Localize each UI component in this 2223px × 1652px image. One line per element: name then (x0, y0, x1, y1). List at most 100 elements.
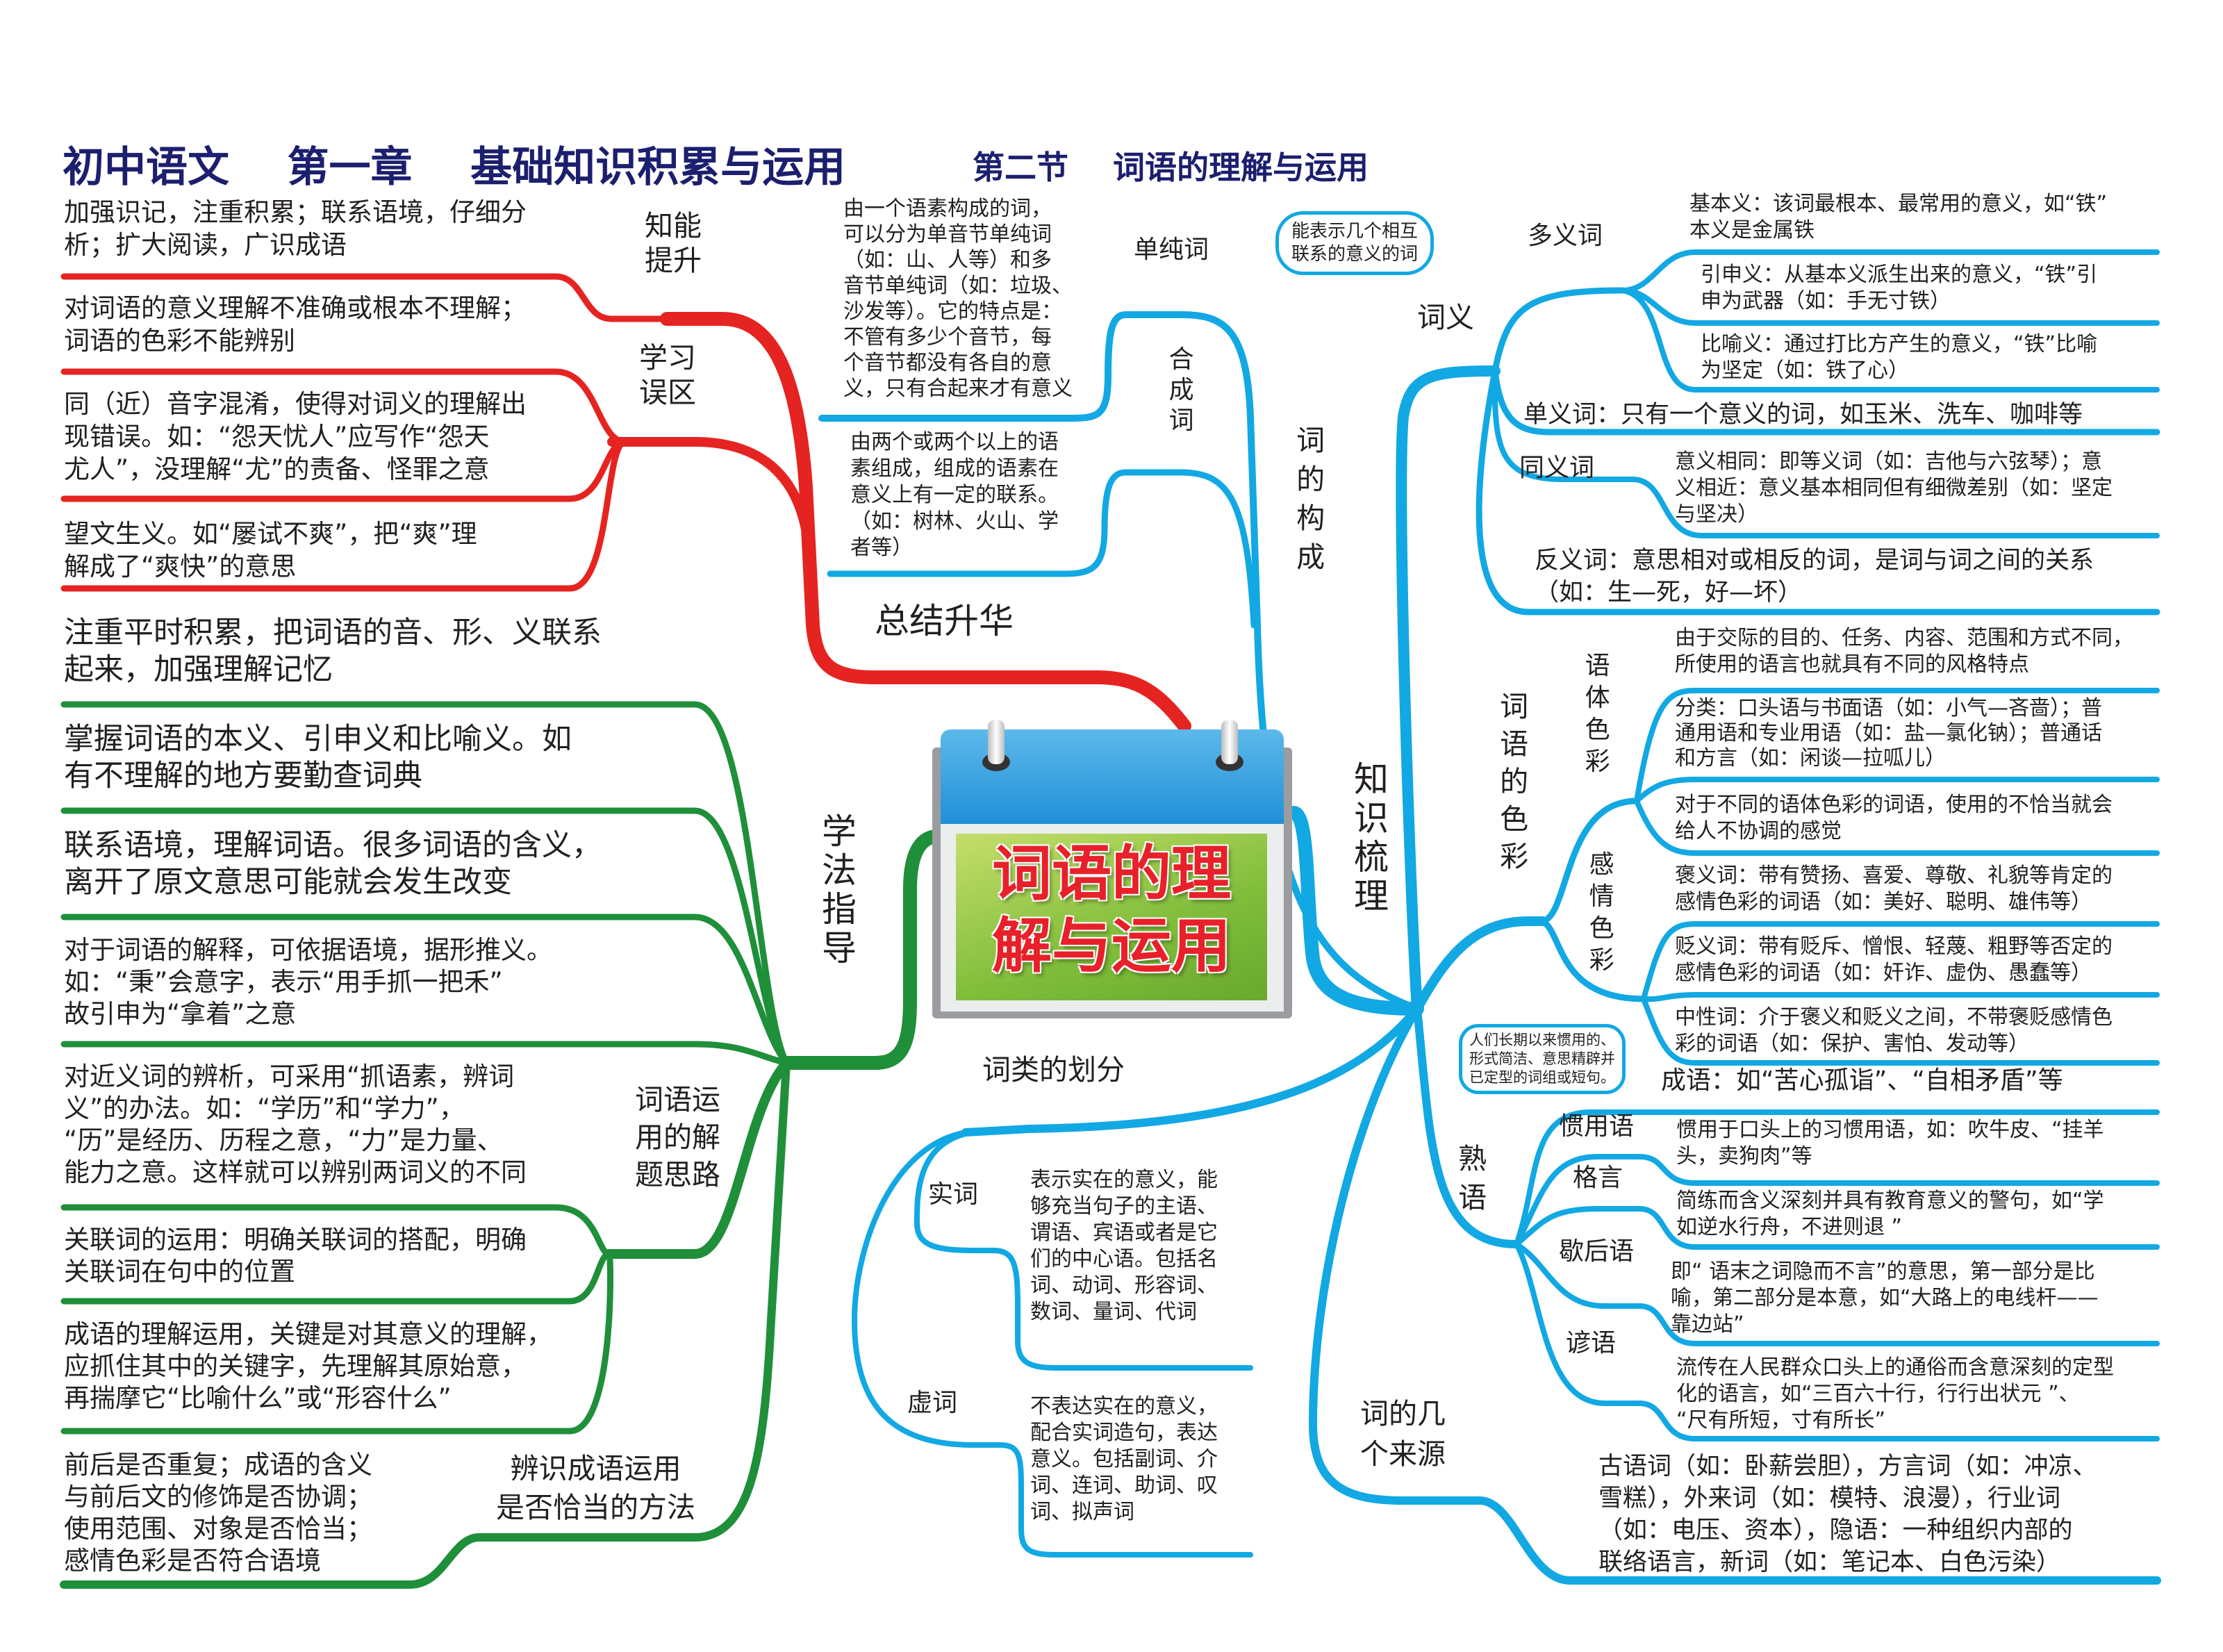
blue-leaf-line (1514, 1241, 2160, 1442)
idiom-text: 成语：如“苦心孤诣”、“自相矛盾”等 (1661, 1066, 2063, 1095)
function-word-label: 虚词 (907, 1389, 958, 1417)
green-group-label: 词语运 用的解 题思路 (635, 1083, 720, 1191)
emotion-color-branch (1539, 918, 1647, 1002)
polysemy-branch (1491, 287, 1626, 374)
polysemy-note-bubble: 能表示几个相互 联系的意义的词 (1275, 211, 1435, 275)
antonym-text: 反义词：意思相对或相反的词，是词与词之间的关系 （如：生—死，好—坏） (1535, 547, 2094, 606)
compound-word-text: 由两个或两个以上的语 素组成，组成的语素在 意义上有一定的联系。 （如：树林、火… (850, 430, 1059, 560)
set-phrase-item-text: 流传在人民群众口头上的通俗而含意深刻的定型 化的语言，如“三百六十行，行行出状元… (1676, 1355, 2114, 1432)
green-sub-branch (604, 1058, 791, 1259)
style-color-item: 分类：口头语与书面语（如：小气—吝啬）；普 通用语和专业用语（如：盐—氯化钠）；… (1675, 696, 2102, 770)
green-group-label: 辨识成语运用 是否恰当的方法 (496, 1452, 695, 1524)
blue-leaf-line (1514, 1109, 2160, 1247)
function-word-text: 不表达实在的意义， 配合实词造句，表达 意义。包括副词、介 词、连词、助词、叹 … (1030, 1394, 1218, 1524)
green-leaf-line (60, 914, 790, 1066)
blue-main-branch (1287, 806, 1424, 1016)
green-branch-lines (60, 701, 945, 1589)
word-classes-label: 词类的划分 (982, 1053, 1125, 1087)
green-leaf-text: 注重平时积累，把词语的音、形、义联系 起来，加强理解记忆 (64, 616, 602, 687)
formation-branch (818, 311, 1421, 1012)
emotion-color-item: 贬义词：带有贬斥、憎恨、轻蔑、粗野等否定的 感情色彩的词语（如：奸诈、虚伪、愚蠢… (1675, 934, 2113, 985)
red-leaf-line (60, 273, 684, 322)
green-main-branch (779, 829, 945, 1070)
green-leaf-line (60, 1041, 790, 1066)
green-leaf-text: 对近义词的辨析，可采用“抓语素，辨词 义”的办法。如：“学历”和“学力”， “历… (64, 1062, 527, 1187)
green-leaf-text: 成语的理解运用，关键是对其意义的理解， 应抓住其中的关键字，先理解其原始意， 再… (64, 1319, 552, 1413)
blue-leaf-line (1634, 798, 2160, 856)
calendar-ring-icon (988, 720, 1005, 764)
emotion-color-item: 褒义词：带有赞扬、喜爱、尊敬、礼貌等肯定的 感情色彩的词语（如：美好、聪明、雄伟… (1675, 864, 2113, 914)
word-sources-label: 词的几 个来源 (1360, 1397, 1446, 1471)
blue-leaf-line (1634, 688, 2160, 804)
word-sources-text: 古语词（如：卧薪尝胆），方言词（如：冲凉、 雪糕），外来词（如：模特、浪漫），行… (1598, 1453, 2097, 1576)
classes-leaf-line (914, 1131, 1253, 1371)
set-phrase-item-label: 格言 (1573, 1164, 1623, 1192)
section-title: 第二节 词语的理解与运用 (973, 149, 1369, 186)
blue-leaf-line (1641, 921, 2160, 1002)
green-sub-branch (60, 1059, 791, 1589)
polysemy-item: 引申义：从基本义派生出来的意义，“铁”引 申为武器（如：手无寸铁） (1701, 263, 2098, 313)
simple-word-text: 由一个语素构成的词， 可以分为单音节单纯词 （如：山、人等）和多 音节单纯词（如… (843, 197, 1073, 401)
polysemy-item: 基本义：该词最根本、最常用的意义，如“铁” 本义是金属铁 (1689, 192, 2108, 242)
green-leaf-text: 关联词的运用：明确关联词的搭配，明确 关联词在句中的位置 (64, 1225, 527, 1287)
content-word-label: 实词 (928, 1180, 979, 1209)
synonym-label: 同义词 (1519, 454, 1595, 482)
meaning-branch (1396, 365, 1501, 1014)
set-phrase-item-label: 歇后语 (1559, 1237, 1635, 1266)
sources-branch (1308, 1005, 2161, 1585)
central-topic-title: 词语的理 解与运用 (992, 839, 1231, 981)
classes-leaf-line (851, 1130, 1253, 1558)
green-leaf-text: 前后是否重复；成语的含义 与前后文的修饰是否协调； 使用范围、对象是否恰当； 感… (64, 1450, 372, 1576)
emotion-color-label: 感 情 色 彩 (1589, 850, 1614, 975)
set-phrase-item-label: 惯用语 (1559, 1112, 1635, 1141)
red-leaf-line (60, 438, 629, 592)
red-branch-lines (60, 273, 1191, 733)
red-branch-label: 总结升华 (875, 601, 1014, 641)
blue-branch-lines (818, 249, 2161, 1585)
green-branch-label: 学法指导 (816, 813, 857, 968)
formation-branch (827, 469, 1257, 629)
calendar-panel (956, 834, 1267, 1000)
simple-word-label: 单纯词 (1134, 236, 1209, 264)
polysemy-item: 比喻义：通过打比方产生的意义，“铁”比喻 为坚定（如：铁了心） (1701, 332, 2098, 383)
set-phrase-item-label: 谚语 (1566, 1329, 1617, 1357)
red-main-branch (660, 312, 1191, 733)
green-leaf-text: 对于词语的解释，可依据语境，据形推义。 如：“秉”会意字，表示“用手抓一把禾” … (64, 935, 552, 1029)
style-color-label: 语 体 色 彩 (1585, 652, 1610, 776)
compound-word-label: 合 成 词 (1168, 345, 1194, 435)
red-leaf-text: 同（近）音字混淆，使得对词义的理解出 现错误。如：“怨天忧人”应写作“怨天 尤人… (64, 389, 527, 484)
blue-leaf-line (1476, 367, 2160, 616)
style-color-branch (1539, 798, 1640, 925)
synonym-text: 意义相同：即等义词（如：吉他与六弦琴）；意 义相近：意义基本相同但有细微差别（如… (1675, 449, 2113, 527)
green-leaf-text: 联系语境，理解词语。很多词语的含义， 离开了原文意思可能就会发生改变 (64, 828, 602, 900)
red-leaf-text: 加强识记，注重积累；联系语境，仔细分 析；扩大阅读，广识成语 (64, 197, 527, 260)
blue-leaf-line (1641, 996, 2160, 1066)
set-phrase-branch (1413, 1005, 1521, 1248)
style-color-item: 由于交际的目的、任务、内容、范围和方式不同， 所使用的语言也就具有不同的风格特点 (1675, 626, 2133, 677)
page-title: 初中语文 第一章 基础知识积累与运用 (63, 143, 846, 192)
blue-leaf-line (1620, 288, 2160, 393)
blue-leaf-line (1634, 777, 2160, 804)
green-leaf-line (60, 1250, 614, 1435)
meaning-label: 词义 (1417, 301, 1474, 334)
style-color-item: 对于不同的语体色彩的词语，使用的不恰当就会 给人不协调的感觉 (1675, 793, 2113, 843)
red-sub-branch (607, 437, 813, 547)
blue-branch-label: 知识梳理 (1348, 761, 1389, 916)
set-phrase-label: 熟 语 (1458, 1142, 1487, 1214)
formation-label: 词 的 构 成 (1296, 424, 1325, 574)
content-word-text: 表示实在的意义，能 够充当句子的主语、 谓语、宾语或者是它 们的中心语。包括名 … (1030, 1168, 1218, 1324)
polysemy-label: 多义词 (1528, 222, 1603, 250)
red-leaf-text: 望文生义。如“屡试不爽”，把“爽”理 解成了“爽快”的意思 (64, 519, 477, 581)
set-phrase-item-text: 简练而含义深刻并具有教育意义的警句，如“学 如逆水行舟，不进则退 ” (1676, 1189, 2104, 1239)
classes-branch (961, 1005, 1421, 1137)
emotion-color-item: 中性词：介于褒义和贬义之间，不带褒贬感情色 彩的词语（如：保护、害怕、发动等） (1675, 1005, 2113, 1056)
calendar-ring-icon (1221, 720, 1238, 764)
word-color-label: 词 语 的 色 彩 (1500, 690, 1529, 873)
idiom-note-bubble: 人们长期以来惯用的、 形式简洁、意思精辟并 已定型的词组或短句。 (1459, 1024, 1626, 1094)
red-leaf-text: 对词语的意义理解不准确或根本不理解； 词语的色彩不能辨别 (64, 293, 527, 356)
set-phrase-item-text: 惯用于口头上的习惯用语，如：吹牛皮、“挂羊 头，卖狗肉”等 (1676, 1118, 2104, 1168)
color-branch (1412, 916, 1547, 1014)
blue-leaf-line (1514, 1241, 2160, 1346)
